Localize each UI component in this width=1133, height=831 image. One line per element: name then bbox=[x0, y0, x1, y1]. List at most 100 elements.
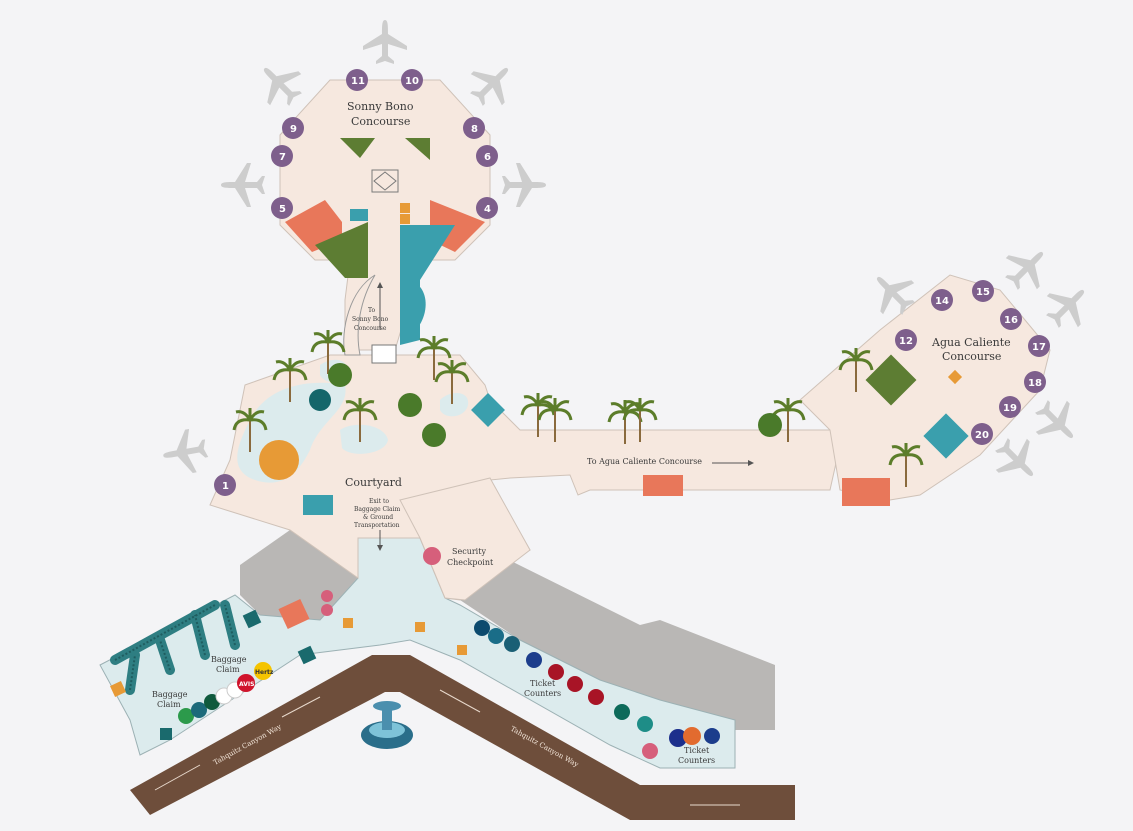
ticket-a-2: Counters bbox=[524, 689, 561, 698]
information-icon bbox=[297, 645, 317, 665]
gate-10[interactable]: 10 bbox=[401, 69, 423, 91]
gate-18[interactable]: 18 bbox=[1024, 371, 1046, 393]
airline-logo bbox=[588, 689, 604, 705]
svg-text:5: 5 bbox=[279, 204, 286, 215]
gate-5[interactable]: 5 bbox=[271, 197, 293, 219]
palm-tree-icon bbox=[838, 348, 874, 392]
palm-tree-icon bbox=[434, 360, 470, 404]
airplane-icon bbox=[363, 20, 407, 64]
hertz-logo bbox=[254, 662, 272, 680]
gate-6[interactable]: 6 bbox=[476, 145, 498, 167]
gate-19[interactable]: 19 bbox=[999, 396, 1021, 418]
gates: 1 4 5 6 7 8 9 10 11 12 14 15 16 17 18 19… bbox=[214, 69, 1050, 496]
restroom-icon bbox=[285, 200, 342, 252]
sonny-bono-title-1: Sonny Bono bbox=[347, 100, 414, 113]
security-label-1: Security bbox=[452, 547, 486, 556]
playground-icon bbox=[259, 440, 299, 480]
tree-icon bbox=[422, 423, 446, 447]
airplanes bbox=[163, 20, 1085, 477]
info-icon bbox=[947, 369, 963, 385]
svg-text:10: 10 bbox=[405, 76, 419, 87]
airplane-icon bbox=[876, 276, 915, 315]
ticket-a-1: Ticket bbox=[530, 679, 556, 688]
info-icon bbox=[457, 645, 467, 655]
gate-16[interactable]: 16 bbox=[1000, 308, 1022, 330]
gate-17[interactable]: 17 bbox=[1028, 335, 1050, 357]
gate-8[interactable]: 8 bbox=[463, 117, 485, 139]
svg-text:15: 15 bbox=[976, 287, 990, 298]
svg-text:14: 14 bbox=[935, 296, 949, 307]
palm-tree-icon bbox=[520, 393, 556, 437]
airline-logo bbox=[637, 716, 653, 732]
gate-12[interactable]: 12 bbox=[895, 329, 917, 351]
airplane-icon bbox=[1046, 289, 1085, 328]
airline-logo bbox=[504, 636, 520, 652]
dining-icon bbox=[405, 280, 426, 340]
shopping-bag-icon bbox=[340, 138, 375, 158]
accessible-icon bbox=[321, 590, 333, 602]
ticket-b-1: Ticket bbox=[684, 746, 710, 755]
svg-text:6: 6 bbox=[484, 152, 491, 163]
restroom-icon bbox=[643, 475, 683, 496]
svg-text:16: 16 bbox=[1004, 315, 1018, 326]
center-diamond-icon bbox=[371, 169, 399, 193]
svg-text:20: 20 bbox=[975, 430, 989, 441]
gate-11[interactable]: 11 bbox=[346, 69, 368, 91]
avis-label: AVIS bbox=[239, 681, 254, 688]
svg-text:11: 11 bbox=[351, 76, 365, 87]
palm-tree-icon bbox=[272, 358, 308, 402]
courtyard-fixtures: Courtyard Exit to Baggage Claim & Ground… bbox=[259, 389, 754, 551]
svg-text:9: 9 bbox=[290, 124, 297, 135]
terminal-floor bbox=[209, 79, 1051, 601]
palm-tree-icon bbox=[342, 398, 378, 442]
palm-tree-icon bbox=[537, 398, 573, 442]
elevator-icon bbox=[350, 209, 368, 221]
gate-4[interactable]: 4 bbox=[476, 197, 498, 219]
bag-claim-b-2: Claim bbox=[157, 700, 181, 709]
bag-claim-b-1: Baggage bbox=[152, 690, 188, 699]
shopping-bag-icon bbox=[405, 138, 430, 160]
gate-15[interactable]: 15 bbox=[972, 280, 994, 302]
airline-logo bbox=[669, 729, 687, 747]
baggage-claim-area bbox=[99, 537, 736, 769]
svg-text:19: 19 bbox=[1003, 403, 1017, 414]
hertz-label: Hertz bbox=[255, 669, 274, 676]
pond bbox=[309, 389, 331, 411]
agua-title-1: Agua Caliente bbox=[931, 336, 1011, 349]
restroom-icon bbox=[278, 598, 310, 630]
gate-20[interactable]: 20 bbox=[971, 423, 993, 445]
restroom-icon bbox=[842, 478, 890, 506]
airplane-icon bbox=[263, 67, 302, 106]
gate-1[interactable]: 1 bbox=[214, 474, 236, 496]
airline-logo bbox=[526, 652, 542, 668]
airplane-icon bbox=[470, 67, 509, 106]
palm-tree-icon bbox=[310, 330, 346, 374]
to-sonny-label-1: To bbox=[368, 307, 376, 314]
tree-icon bbox=[398, 393, 422, 417]
ticket-b-2: Counters bbox=[678, 756, 715, 765]
gate-7[interactable]: 7 bbox=[271, 145, 293, 167]
courtyard-label: Courtyard bbox=[345, 476, 402, 489]
airplane-icon bbox=[221, 163, 265, 207]
airline-logo bbox=[178, 708, 194, 724]
palm-tree-icon bbox=[416, 336, 452, 380]
baggage-ticket-labels: Baggage Claim Baggage Claim Ticket Count… bbox=[110, 590, 720, 765]
exit-label-2: Baggage Claim bbox=[354, 506, 401, 513]
svg-text:17: 17 bbox=[1032, 342, 1046, 353]
accessible-icon bbox=[321, 604, 333, 616]
exit-label-3: & Ground bbox=[363, 514, 393, 521]
airline-logo bbox=[191, 702, 207, 718]
gate-14[interactable]: 14 bbox=[931, 289, 953, 311]
airline-logo bbox=[567, 676, 583, 692]
svg-text:18: 18 bbox=[1028, 378, 1042, 389]
airplane-icon bbox=[1035, 400, 1074, 439]
info-icon bbox=[400, 214, 410, 224]
palm-tree-icon bbox=[232, 408, 268, 452]
security-label-2: Checkpoint bbox=[447, 558, 494, 567]
airplane-icon bbox=[502, 163, 546, 207]
gate-9[interactable]: 9 bbox=[282, 117, 304, 139]
shop-icon bbox=[160, 728, 172, 740]
airplane-icon bbox=[163, 428, 209, 473]
security-checkpoint: Security Checkpoint bbox=[399, 477, 531, 601]
